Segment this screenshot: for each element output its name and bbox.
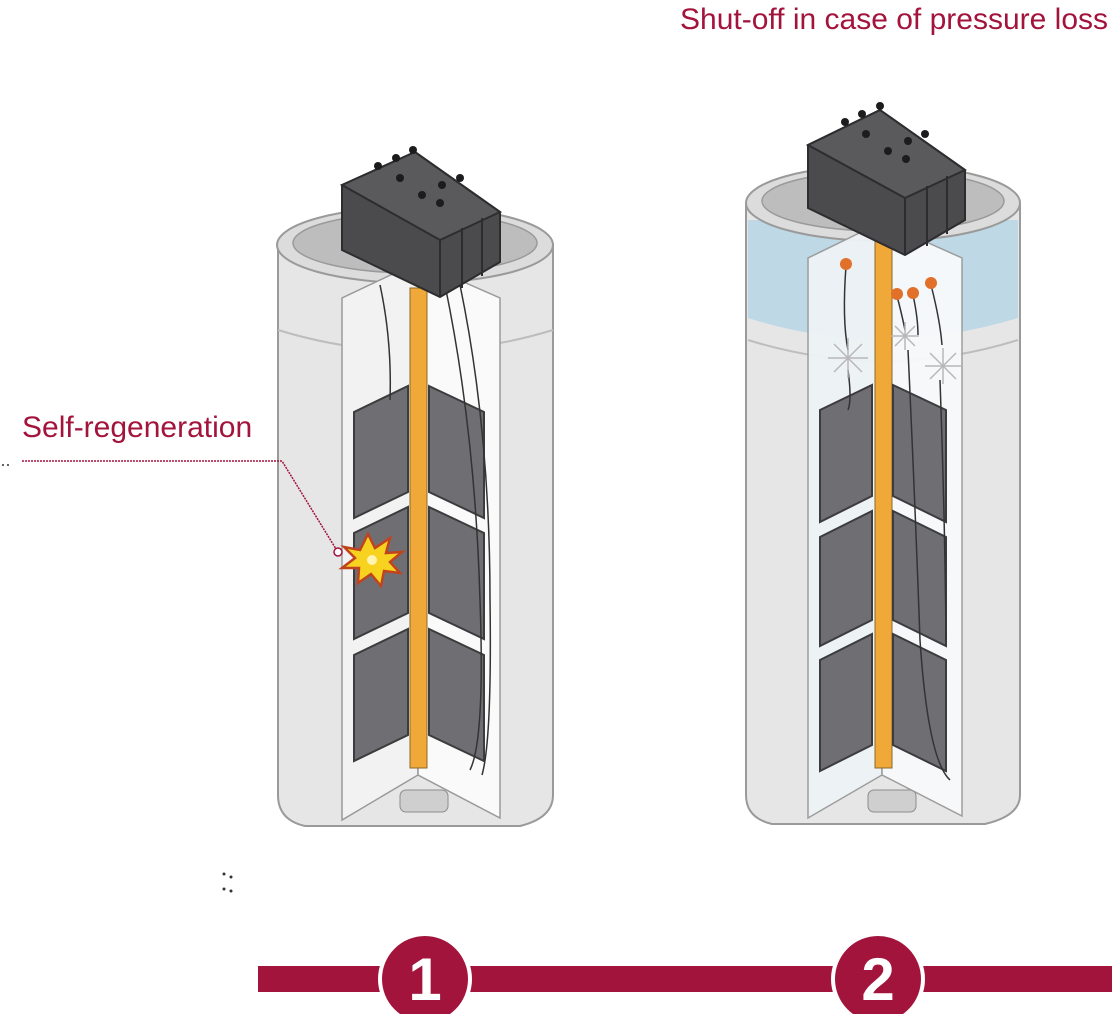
self-regeneration-leader-line xyxy=(22,460,337,550)
step-1-number: 1 xyxy=(408,946,441,1013)
break-burst-icon xyxy=(828,322,961,384)
capacitor-2-terminal-block xyxy=(805,102,967,257)
contact-points xyxy=(840,258,937,300)
capacitor-1 xyxy=(276,146,554,827)
self-regeneration-label: Self-regeneration xyxy=(22,411,252,444)
capacitor-1-terminal-block xyxy=(339,146,502,299)
capacitor-1-elements xyxy=(353,384,485,763)
capacitor-1-core xyxy=(409,287,428,769)
step-bar: 1 2 xyxy=(258,932,1112,1014)
step-1-badge: 1 xyxy=(378,932,472,1014)
step-2-badge: 2 xyxy=(831,932,925,1014)
capacitor-1-bottom-stud xyxy=(399,789,449,813)
stray-marks xyxy=(2,464,233,893)
capacitor-2-elements xyxy=(819,383,947,773)
pressure-loss-label: Shut-off in case of pressure loss xyxy=(680,3,1108,36)
capacitor-2-bottom-stud xyxy=(867,789,917,813)
step-2-number: 2 xyxy=(861,946,894,1013)
callout-dot xyxy=(333,547,343,557)
capacitor-2-core xyxy=(874,229,893,769)
capacitor-2 xyxy=(745,102,1021,825)
